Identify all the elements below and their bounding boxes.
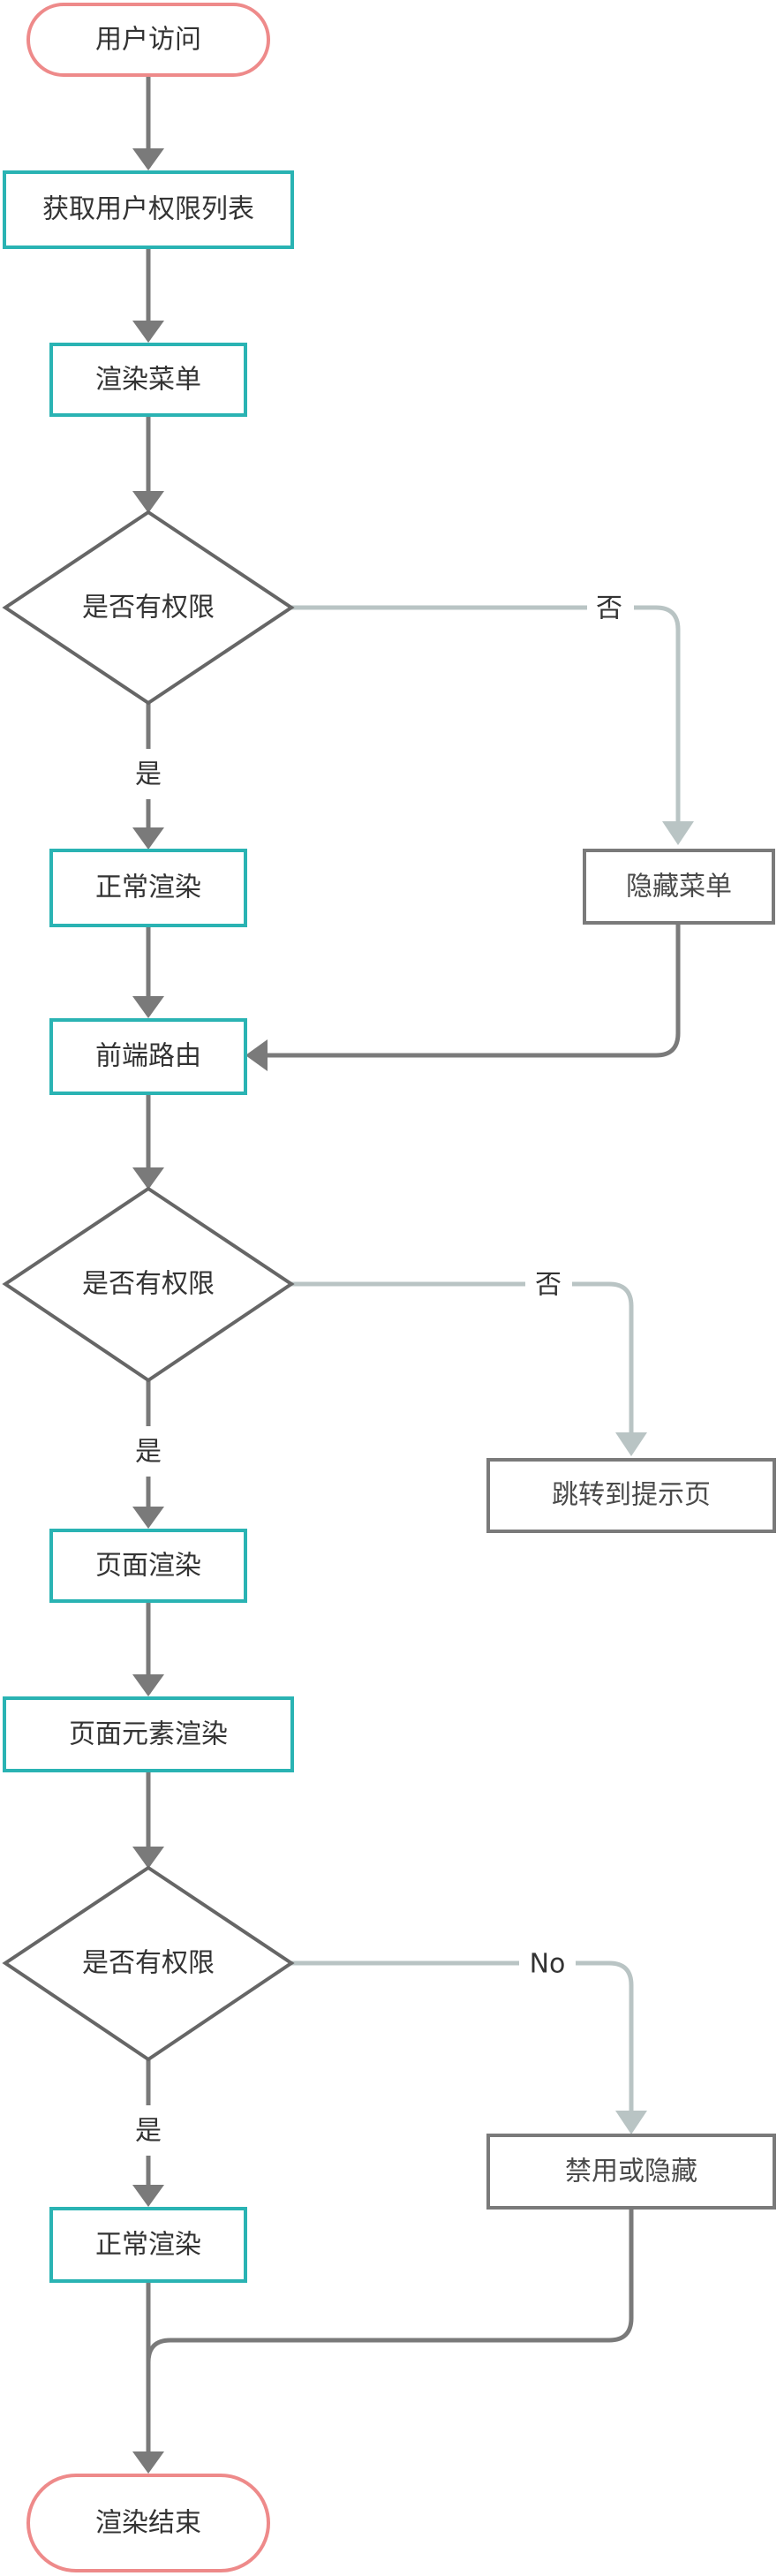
node-normal-render-1: 正常渲染 <box>49 849 247 927</box>
node-disable-or-hide: 禁用或隐藏 <box>486 2134 776 2210</box>
node-page-render-label: 页面渲染 <box>95 1551 201 1582</box>
node-jump-tip-page-label: 跳转到提示页 <box>552 1480 711 1511</box>
edge-disable-to-end <box>146 2208 634 2363</box>
node-end-label: 渲染结束 <box>95 2508 201 2539</box>
edge-arrowhead <box>132 1847 164 1869</box>
node-page-render: 页面渲染 <box>49 1529 247 1603</box>
node-hide-menu-label: 隐藏菜单 <box>626 872 732 903</box>
node-disable-or-hide-label: 禁用或隐藏 <box>565 2157 697 2187</box>
node-decision-3: 是否有权限 <box>2 1865 295 2062</box>
edge-decision-2-no-b <box>572 1281 634 1432</box>
edge-hide-menu-to-route <box>252 923 681 1058</box>
edge-arrowhead <box>132 148 164 170</box>
edge-arrowhead <box>615 1432 647 1456</box>
edge-arrowhead <box>132 321 164 343</box>
node-decision-2: 是否有权限 <box>2 1186 295 1383</box>
node-decision-2-label: 是否有权限 <box>82 1269 215 1300</box>
node-page-element-render-label: 页面元素渲染 <box>69 1719 228 1750</box>
edge-arrowhead <box>662 821 694 845</box>
edge-decision-3-no-b <box>576 1960 634 2111</box>
edge-arrowhead <box>132 1167 164 1190</box>
node-hide-menu: 隐藏菜单 <box>583 849 775 925</box>
edge-arrowhead <box>132 2185 164 2207</box>
edge-arrowhead <box>245 1039 268 1071</box>
node-end: 渲染结束 <box>26 2474 270 2572</box>
decision-2-no-label: 否 <box>535 1270 562 1301</box>
node-normal-render-2: 正常渲染 <box>49 2207 247 2283</box>
node-normal-render-1-label: 正常渲染 <box>95 873 201 903</box>
decision-1-yes-label: 是 <box>135 759 162 790</box>
branch-edges <box>291 605 694 2134</box>
edge-arrowhead <box>132 1507 164 1529</box>
node-normal-render-2-label: 正常渲染 <box>95 2230 201 2261</box>
decision-1-no-label: 否 <box>596 593 622 624</box>
node-get-permissions-label: 获取用户权限列表 <box>42 194 254 225</box>
node-get-permissions: 获取用户权限列表 <box>3 170 294 249</box>
node-decision-3-label: 是否有权限 <box>82 1948 215 1979</box>
node-frontend-route: 前端路由 <box>49 1018 247 1095</box>
edge-arrowhead <box>132 996 164 1018</box>
main-edges <box>132 75 681 2474</box>
node-render-menu-label: 渲染菜单 <box>95 365 201 396</box>
node-render-menu: 渲染菜单 <box>49 343 247 417</box>
node-decision-1-label: 是否有权限 <box>82 593 215 623</box>
edge-arrowhead <box>615 2111 647 2134</box>
node-decision-1: 是否有权限 <box>2 510 295 706</box>
decision-3-yes-label: 是 <box>135 2116 162 2147</box>
edge-arrowhead <box>132 2451 164 2474</box>
node-start: 用户访问 <box>26 3 270 77</box>
edge-arrowhead <box>132 827 164 850</box>
decision-2-yes-label: 是 <box>135 1437 162 1468</box>
edge-arrowhead <box>132 1674 164 1696</box>
edge-decision-1-no-b <box>634 605 681 821</box>
node-frontend-route-label: 前端路由 <box>95 1041 201 1072</box>
node-jump-tip-page: 跳转到提示页 <box>486 1458 776 1533</box>
node-page-element-render: 页面元素渲染 <box>3 1696 294 1772</box>
edge-arrowhead <box>132 491 164 513</box>
node-start-label: 用户访问 <box>95 25 201 56</box>
decision-3-no-label: No <box>530 1949 566 1980</box>
